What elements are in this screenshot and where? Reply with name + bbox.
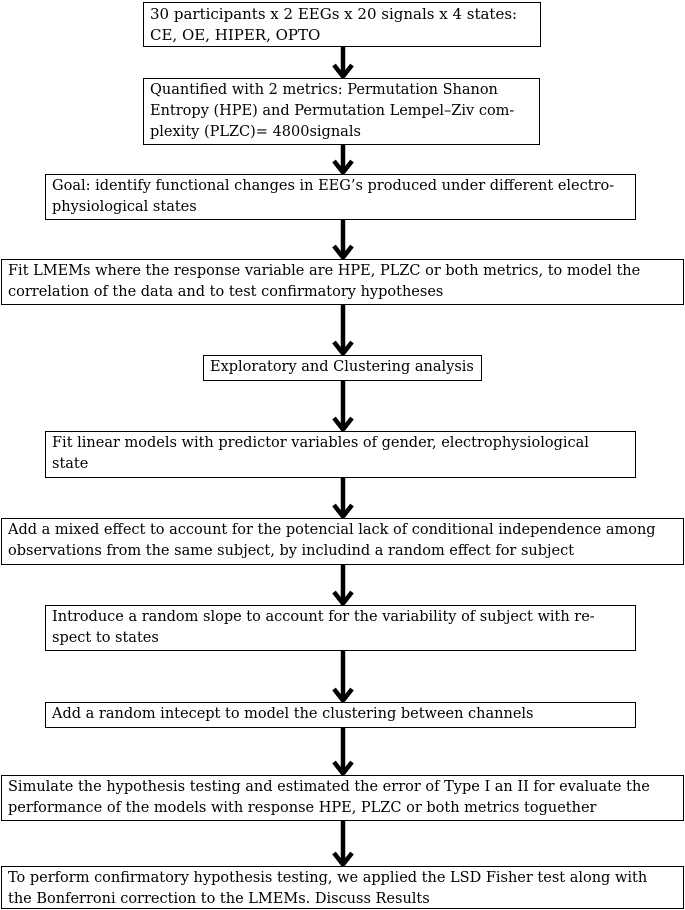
flow-arrow-4 bbox=[331, 305, 355, 355]
step-9-random-intercept-box: Add a random intecept to model the clust… bbox=[45, 702, 636, 728]
flow-arrow-1 bbox=[331, 47, 355, 78]
step-4-fit-lmems-box: Fit LMEMs where the response variable ar… bbox=[1, 259, 684, 305]
step-2-metrics-box: Quantified with 2 metrics: Permutation S… bbox=[143, 78, 540, 145]
flow-arrow-7 bbox=[331, 565, 355, 605]
flow-arrow-9 bbox=[331, 728, 355, 775]
flow-arrow-6 bbox=[331, 478, 355, 518]
step-7-mixed-effect-box: Add a mixed effect to account for the po… bbox=[1, 518, 684, 565]
step-3-goal-box: Goal: identify functional changes in EEG… bbox=[45, 174, 636, 220]
flow-arrow-2 bbox=[331, 145, 355, 174]
step-5-exploratory-box: Exploratory and Clustering analysis bbox=[203, 355, 482, 381]
flow-arrow-8 bbox=[331, 651, 355, 702]
step-6-linear-models-box: Fit linear models with predictor variabl… bbox=[45, 431, 636, 478]
flow-arrow-3 bbox=[331, 220, 355, 259]
step-11-confirmatory-box: To perform confirmatory hypothesis testi… bbox=[1, 866, 684, 909]
flow-arrow-5 bbox=[331, 381, 355, 431]
step-1-participants-box: 30 participants x 2 EEGs x 20 signals x … bbox=[143, 2, 541, 47]
step-10-simulation-box: Simulate the hypothesis testing and esti… bbox=[1, 775, 684, 821]
step-8-random-slope-box: Introduce a random slope to account for … bbox=[45, 605, 636, 651]
flow-arrow-10 bbox=[331, 821, 355, 866]
